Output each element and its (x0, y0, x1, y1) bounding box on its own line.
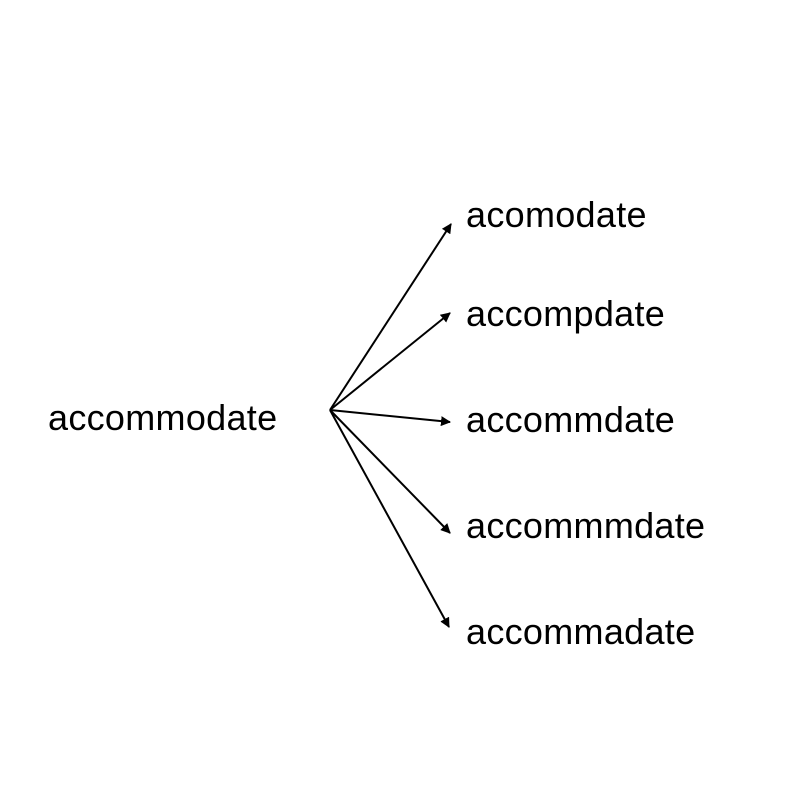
arrow-group (329, 223, 452, 628)
arrow-to-target-5 (329, 409, 450, 628)
target-word-5: accommadate (466, 611, 696, 652)
arrow-to-target-4 (329, 409, 451, 534)
target-word-1: acomodate (466, 194, 647, 235)
source-word: accommodate (48, 397, 278, 438)
arrow-to-target-1 (329, 223, 452, 411)
arrow-to-target-3 (329, 409, 451, 427)
target-word-4: accommmdate (466, 505, 706, 546)
target-word-2: accompdate (466, 293, 666, 334)
target-word-3: accommdate (466, 399, 676, 440)
arrow-to-target-2 (329, 312, 451, 411)
